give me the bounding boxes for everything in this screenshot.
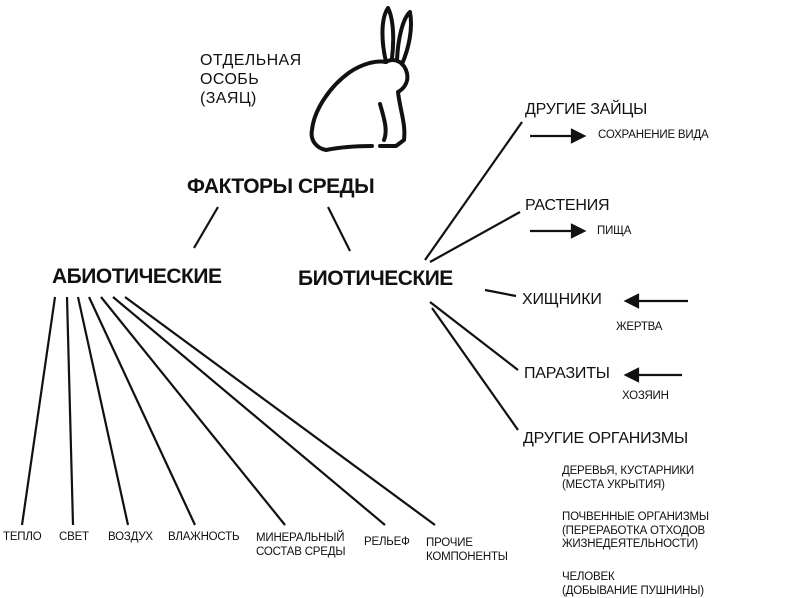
- abiotic-line-4: [88, 296, 196, 526]
- biotic-item-relation: ПИЩА: [597, 225, 632, 237]
- biotic-item-name: ДРУГИЕ ЗАЙЦЫ: [525, 101, 648, 118]
- biotic-line-predators: [484, 288, 517, 298]
- biotic-line-plants: [429, 211, 521, 263]
- biotic-connectors: [424, 121, 523, 431]
- root-to-biotic-line: [327, 206, 351, 252]
- abiotic-connectors: [20, 296, 436, 526]
- abiotic-item: ВОЗДУХ: [108, 531, 153, 543]
- root-to-abiotic-line: [193, 206, 219, 249]
- biotic-item-detail: ПОЧВЕННЫЕ ОРГАНИЗМЫ (ПЕРЕРАБОТКА ОТХОДОВ…: [562, 511, 709, 551]
- biotic-item-name: ХИЩНИКИ: [522, 291, 602, 308]
- abiotic-item: РЕЛЬЕФ: [364, 536, 410, 548]
- root-title: ФАКТОРЫ СРЕДЫ: [187, 175, 375, 198]
- arrow-right-icon: [530, 223, 587, 239]
- biotic-line-others: [431, 307, 519, 431]
- root-connectors: [193, 206, 351, 252]
- abiotic-title: АБИОТИЧЕСКИЕ: [52, 265, 222, 288]
- abiotic-item: ВЛАЖНОСТЬ: [168, 531, 240, 543]
- hare-silhouette-icon: [309, 6, 413, 152]
- biotic-item-name: РАСТЕНИЯ: [525, 197, 610, 214]
- biotic-item-name: ПАРАЗИТЫ: [524, 365, 610, 382]
- biotic-line-parasites: [429, 301, 519, 371]
- abiotic-line-3: [76, 296, 130, 526]
- abiotic-line-1: [20, 296, 57, 526]
- arrow-left-icon: [623, 293, 688, 309]
- arrow-left-icon: [623, 367, 682, 383]
- biotic-item-relation: СОХРАНЕНИЕ ВИДА: [598, 129, 709, 141]
- biotic-title: БИОТИЧЕСКИЕ: [298, 267, 453, 290]
- arrow-right-icon: [530, 128, 587, 144]
- biotic-item-detail: ДЕРЕВЬЯ, КУСТАРНИКИ (МЕСТА УКРЫТИЯ): [562, 465, 694, 491]
- relation-arrows: [530, 128, 688, 383]
- abiotic-line-6: [112, 296, 386, 526]
- biotic-line-hares: [424, 121, 523, 261]
- individual-label: ОТДЕЛЬНАЯ ОСОБЬ (ЗАЯЦ): [200, 52, 302, 107]
- abiotic-line-7: [124, 296, 436, 526]
- biotic-item-detail: ЧЕЛОВЕК (ДОБЫВАНИЕ ПУШНИНЫ): [562, 571, 704, 597]
- abiotic-item: ПРОЧИЕ КОМПОНЕНТЫ: [426, 537, 508, 563]
- biotic-item-name: ДРУГИЕ ОРГАНИЗМЫ: [523, 430, 688, 447]
- abiotic-item: МИНЕРАЛЬНЫЙ СОСТАВ СРЕДЫ: [256, 532, 346, 558]
- abiotic-line-5: [100, 296, 286, 526]
- abiotic-item: СВЕТ: [59, 531, 89, 543]
- abiotic-line-2: [65, 296, 75, 526]
- biotic-item-relation: ХОЗЯИН: [622, 390, 669, 402]
- biotic-item-relation: ЖЕРТВА: [616, 321, 663, 333]
- abiotic-item: ТЕПЛО: [3, 531, 42, 543]
